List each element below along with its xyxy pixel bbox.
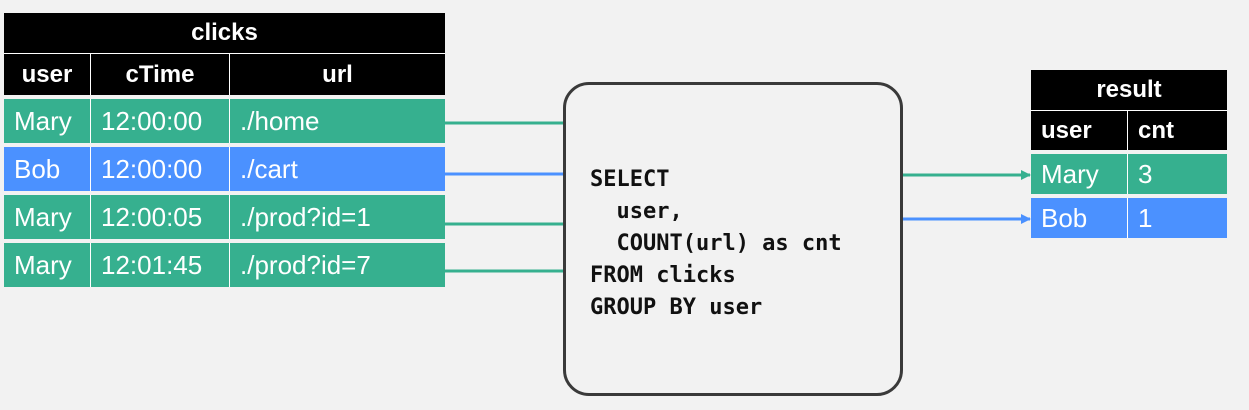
- cell-user: Mary: [4, 195, 91, 239]
- cell-ctime: 12:01:45: [91, 243, 230, 287]
- cell-user: Bob: [1031, 198, 1128, 238]
- cell-cnt: 1: [1138, 202, 1153, 233]
- cell-user: Mary: [4, 243, 91, 287]
- table-row: Mary 3: [1031, 154, 1227, 194]
- result-header-row: user cnt: [1031, 110, 1227, 150]
- column-header-url: url: [230, 53, 445, 95]
- cell-url: ./prod?id=1: [240, 201, 371, 232]
- cell-user: Mary: [1031, 154, 1128, 194]
- column-header-cnt: cnt: [1128, 110, 1227, 150]
- cell-user: Bob: [4, 147, 91, 191]
- cell-ctime: 12:00:05: [91, 195, 230, 239]
- cell-ctime: 12:00:00: [91, 147, 230, 191]
- cell-url: ./home: [240, 105, 320, 136]
- clicks-table-title: clicks: [4, 13, 445, 53]
- column-header-user: user: [4, 53, 91, 95]
- cell-url: ./prod?id=7: [240, 249, 371, 280]
- clicks-table: clicks user cTime url Mary 12:00:00 ./ho…: [4, 13, 445, 287]
- clicks-header-row: user cTime url: [4, 53, 445, 95]
- sql-query: SELECT user, COUNT(url) as cnt FROM clic…: [590, 167, 842, 320]
- result-table: result user cnt Mary 3 Bob 1: [1031, 70, 1227, 238]
- cell-cnt: 3: [1138, 158, 1153, 189]
- cell-user: Mary: [4, 99, 91, 143]
- table-row: Bob 12:00:00 ./cart: [4, 147, 445, 191]
- table-row: Mary 12:00:05 ./prod?id=1: [4, 195, 445, 239]
- column-header-user: user: [1031, 110, 1128, 150]
- table-row: Mary 12:00:00 ./home: [4, 99, 445, 143]
- query-box: SELECT user, COUNT(url) as cnt FROM clic…: [563, 82, 903, 396]
- table-row: Bob 1: [1031, 198, 1227, 238]
- result-table-title: result: [1031, 70, 1227, 110]
- column-header-ctime: cTime: [91, 53, 230, 95]
- cell-url: ./cart: [240, 153, 298, 184]
- table-row: Mary 12:01:45 ./prod?id=7: [4, 243, 445, 287]
- cell-ctime: 12:00:00: [91, 99, 230, 143]
